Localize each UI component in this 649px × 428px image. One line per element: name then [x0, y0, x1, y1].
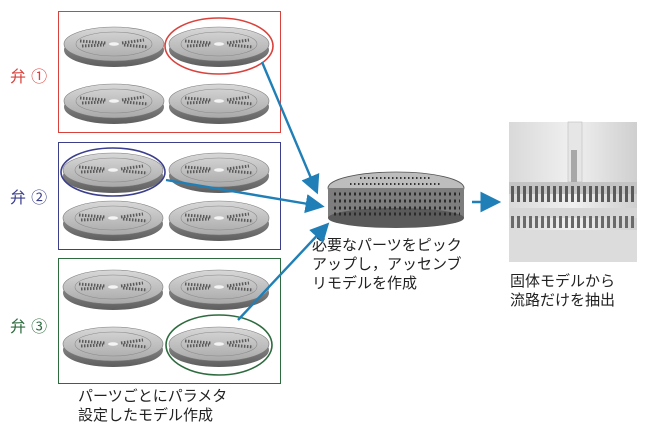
valve-2-label: 弁 ②: [10, 188, 48, 207]
flow-path-model-image: [509, 121, 637, 262]
flow-path-extract-caption: 固体モデルから 流路だけを抽出: [510, 272, 616, 309]
parametric-model-caption: パーツごとにパラメタ 設定したモデル作成: [78, 387, 228, 424]
assembly-model-caption: 必要なパーツをピック アップし，アッセンブ リモデルを作成: [312, 236, 462, 292]
assembly-model-image: [327, 171, 465, 228]
valve-group-3-frame: [58, 258, 281, 384]
valve-1-label: 弁 ①: [10, 67, 48, 86]
valve-group-2-frame: [58, 142, 281, 250]
valve-group-1-frame: [58, 11, 281, 133]
valve-3-label: 弁 ③: [10, 317, 48, 336]
